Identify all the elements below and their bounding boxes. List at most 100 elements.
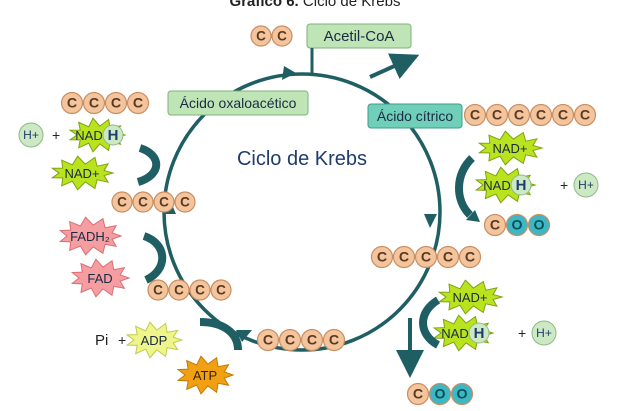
carbon-atom — [174, 191, 196, 213]
nad-star-left: NAD+ — [50, 155, 115, 191]
plus-sign-right-lower: + — [518, 325, 526, 341]
carbon-atom-letter: C — [514, 108, 524, 124]
carbon-atom-letter: C — [277, 29, 287, 44]
hplus-label: H+ — [578, 178, 594, 192]
carbon-atom-letter: C — [174, 283, 184, 298]
hplus-badge-left: H+ — [18, 122, 44, 148]
carbon-atom — [132, 191, 154, 213]
coa-release-arrow — [369, 53, 420, 79]
carbon-atom-letter: C — [263, 333, 273, 349]
hplus-circle — [18, 122, 44, 148]
carbon-atom — [271, 25, 293, 47]
citric-label-box — [367, 103, 463, 129]
hydrogen-letter: H — [108, 127, 119, 144]
carbon-atom-letter: C — [89, 96, 99, 112]
pi-label: Pi — [95, 332, 108, 349]
carbon-atom — [189, 279, 211, 301]
fad-starburst-shape — [70, 258, 131, 298]
carbon-atom — [463, 103, 487, 127]
oxygen-atom — [450, 382, 474, 406]
carbon-atom — [322, 328, 346, 352]
carbon-atom — [406, 382, 430, 406]
hplus-circle — [573, 172, 599, 198]
fad-arc — [142, 232, 167, 284]
oxygen-atom-letter: O — [533, 218, 544, 234]
carbon-atom-letter: C — [307, 333, 317, 349]
atp-starburst-shape — [176, 355, 235, 395]
nad-label: NAD+ — [64, 166, 99, 181]
carbon-atom-letter: C — [285, 333, 295, 349]
carbon-atom — [60, 91, 84, 115]
carbon-atom-letter: C — [138, 195, 148, 210]
carbon-atom — [483, 213, 507, 237]
nad-label: NAD — [75, 128, 102, 143]
nad-label: NAD — [483, 178, 510, 193]
figure-heading: Gráfico 6. Ciclo de Krebs — [0, 0, 630, 10]
carbon-atom-letter: C — [117, 195, 127, 210]
carbon-atom — [300, 328, 324, 352]
carbon-atom — [485, 103, 509, 127]
hplus-badge-right-lower: H+ — [531, 320, 557, 346]
hydrogen-badge — [468, 322, 490, 344]
fad-label: FADH₂ — [70, 229, 110, 244]
atp-label: ATP — [193, 368, 217, 383]
acetyl-coa-label-box — [306, 23, 412, 49]
oxygen-atom — [428, 382, 452, 406]
hydrogen-letter: H — [516, 177, 527, 194]
carbon-atom — [168, 279, 190, 301]
cycle-arrow-top — [282, 66, 296, 80]
fad-label: FAD — [87, 271, 112, 286]
nadh-star-right-upper: NAD H — [474, 166, 537, 204]
hplus-badge-right-upper: H+ — [573, 172, 599, 198]
carbon-atom — [153, 191, 175, 213]
carbon-atom-letter: C — [67, 96, 77, 112]
nad-label: NAD+ — [492, 141, 527, 156]
carbon-atom — [458, 245, 482, 269]
fad-starburst-shape — [58, 216, 123, 256]
cycle-arrow-right — [424, 214, 437, 228]
oxygen-atom-letter: O — [456, 387, 467, 403]
carbon-atom — [256, 328, 280, 352]
nad-starburst-shape — [432, 314, 495, 352]
carbon-atom-letter: C — [153, 283, 163, 298]
carbon-atom-letter: C — [580, 108, 590, 124]
nad-starburst-shape — [68, 117, 127, 153]
nad-star-right-upper: NAD+ — [477, 130, 544, 166]
plus-sign-right-upper: + — [560, 177, 568, 193]
carbon-atom — [126, 91, 150, 115]
carbon-atom — [210, 279, 232, 301]
nad-arc-right-lower — [419, 296, 441, 349]
fadh2-star: FADH₂ — [58, 216, 123, 256]
figure-title: Ciclo de Krebs — [302, 0, 401, 10]
nad-starburst-shape — [437, 279, 504, 315]
nad-starburst-shape — [474, 166, 537, 204]
carbon-atom-letter: C — [159, 195, 169, 210]
nad-label: NAD — [441, 326, 468, 341]
plus-sign-left: + — [52, 127, 60, 143]
carbon-atom-letter: C — [470, 108, 480, 124]
carbon-atom — [104, 91, 128, 115]
nad-starburst-shape — [477, 130, 544, 166]
carbon-atom-letter: C — [421, 250, 431, 266]
carbon-atom-letter: C — [558, 108, 568, 124]
atp-reaction: Pi + ADP ATP — [95, 318, 242, 395]
fad-reaction: FADH₂ FAD — [58, 216, 167, 298]
carbon-atom — [414, 245, 438, 269]
adp-starburst-shape — [125, 321, 184, 359]
nad-arc-left — [136, 144, 161, 186]
carbon-atom — [82, 91, 106, 115]
carbon-atom-letter: C — [465, 250, 475, 266]
oxygen-atom-letter: O — [434, 387, 445, 403]
